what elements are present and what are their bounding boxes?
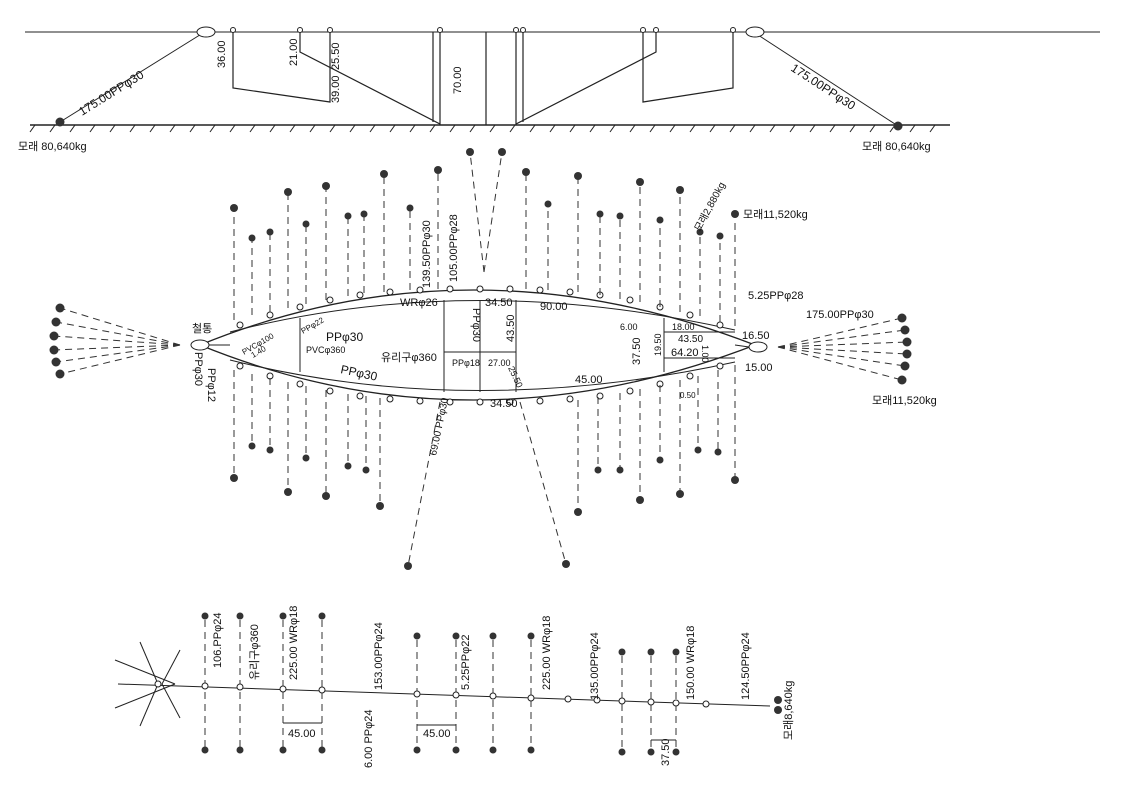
iron-drum-left-icon [190,339,210,351]
wr26-label: WRφ26 [400,297,438,309]
d4500-label: 45.00 [575,374,603,386]
side-view: 106.PPφ24 유리구φ360 225.00 WRφ18 153.00PPφ… [114,606,795,768]
d2550-label: 25.50 [506,365,525,390]
section-view: 175.00PPφ30 175.00PPφ30 모래 80,640kg 모래 8… [18,26,1100,153]
pp30-lower-label: PPφ30 [339,362,379,383]
d1800-label: 18.00 [672,322,695,332]
plan-view: 139.50PPφ30 105.00PPφ28 모래2,880kg 모래11,5… [49,148,937,570]
anchor-left-icon [55,117,65,127]
buoy-left-icon [196,26,216,38]
pp12-label: PPφ12 [205,368,217,402]
side-sand-label: 모래8,640kg [782,681,795,740]
pp30-inner-label: PPφ30 [326,330,363,344]
mooring-line-right [754,32,899,127]
d100-label: 1.00 [700,345,710,363]
side-r5-label: 5.25PPφ22 [460,635,472,690]
top-mid-rope-label: 105.00PPφ28 [448,214,460,282]
side-r9-label: 124.50PPφ24 [740,632,752,700]
pp18-label: PPφ18 [452,358,480,368]
side-r3-label: 225.00 WRφ18 [288,606,300,680]
d050-label: 0.50 [680,391,696,400]
right-sand-label: 모래11,520kg [872,394,937,407]
frame-floats [236,285,724,406]
mooring-left-label: 175.00PPφ30 [76,67,146,118]
bottom-rope-label: 69.00 PPφ30 [428,396,451,456]
pp30-left-label: PPφ30 [192,352,204,386]
sand-2880-label: 모래2,880kg [692,180,728,233]
side-span1-label: 45.00 [288,728,316,740]
d1500-label: 15.00 [745,362,773,374]
side-left-bridle [114,641,181,727]
depth-21-label: 21.00 [288,38,300,66]
side-droppers [201,612,782,756]
side-r10-label: 6.00 PPφ24 [363,709,375,768]
mooring-fan-left [49,303,181,379]
side-r1-label: 106.PPφ24 [212,613,224,668]
pp22-label: PPφ22 [300,315,326,335]
anchor-right-icon [893,121,903,131]
net-walls [232,32,734,125]
side-r6-label: 225.00 WRφ18 [541,616,553,690]
anchor-lines-bottom [230,365,739,570]
side-r7-label: 135.00PPφ24 [589,632,601,700]
d3450-bottom-label: 34.50 [490,398,518,410]
pp30-center-label: PPφ30 [470,308,482,342]
d4350-center-label: 43.50 [505,314,517,342]
mooring-fan-right [777,313,912,385]
net-floats-top [230,27,736,33]
seabed-hatching [29,124,936,133]
depth-36-label: 36.00 [216,40,228,68]
side-r8-label: 150.00 WRφ18 [685,626,697,700]
anchor-lines-top [230,148,739,326]
iron-drum-label: 철통 [192,322,212,335]
mooring-line-left [59,32,204,123]
side-span2-label: 45.00 [423,728,451,740]
net-frame-inner-top [229,300,736,333]
side-r4-label: 153.00PPφ24 [373,622,385,690]
mooring-right-label: 175.00PPφ30 [788,61,858,113]
right-rope-label: 5.25PPφ28 [748,290,803,302]
side-span-dims [283,722,676,741]
buoy-right-icon [745,26,765,38]
right-mooring-label: 175.00PPφ30 [806,309,874,321]
d3750-label: 37.50 [631,337,643,365]
depth-25-label: 25.50 [330,42,342,70]
side-headline [117,683,771,707]
d9000-label: 90.00 [540,301,568,313]
d6420-label: 64.20 [671,347,699,359]
side-span3-label: 37.50 [660,738,672,766]
pvc360-label: PVCφ360 [306,345,345,355]
d1950-label: 19.50 [653,333,663,356]
depth-70-label: 70.00 [452,66,464,94]
glass360-label: 유리구φ360 [381,351,437,364]
d1650-label: 16.50 [742,330,770,342]
d4350-right-label: 43.50 [678,334,703,345]
iron-drum-right-icon [748,341,768,353]
d600-label: 6.00 [620,322,638,332]
d3450-top-label: 34.50 [485,297,513,309]
sand-11520-top-label: 모래11,520kg [743,208,808,221]
anchor-left-label: 모래 80,640kg [18,140,87,153]
net-frame-inner-bottom [229,359,736,391]
side-r2-label: 유리구φ360 [248,624,261,680]
depth-39-label: 39.00 [330,75,342,103]
d2700-label: 27.00 [488,358,511,368]
top-long-rope-label: 139.50PPφ30 [421,220,433,288]
anchor-right-label: 모래 80,640kg [862,140,931,153]
side-floats [154,680,710,708]
net-frame-outline [198,289,757,401]
